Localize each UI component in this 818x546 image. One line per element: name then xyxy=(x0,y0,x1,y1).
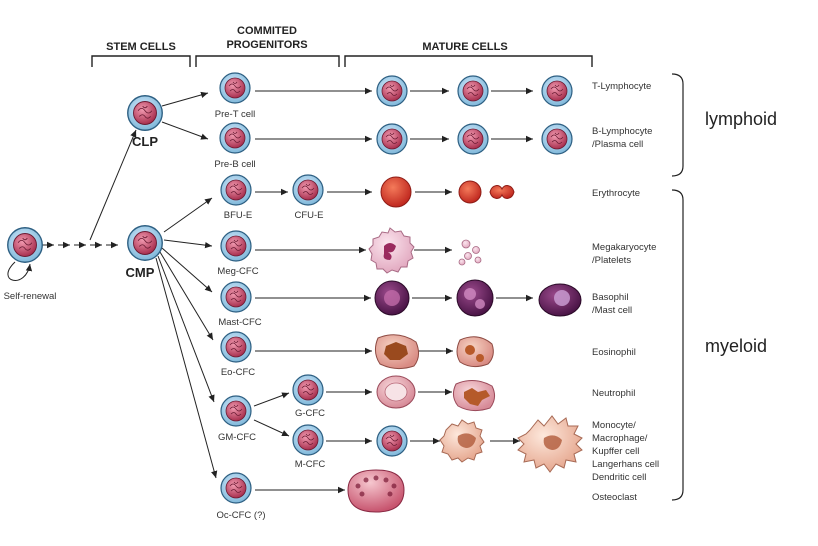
label-b-lymphocyte: B-Lymphocyte xyxy=(592,126,652,137)
label-dendritic-cell: Dendritic cell xyxy=(592,472,646,483)
label-t-lymphocyte: T-Lymphocyte xyxy=(592,81,651,92)
cfu-e-cell-icon xyxy=(292,174,324,206)
label-eo-cfc: Eo-CFC xyxy=(221,367,255,378)
pre-b-cell-icon xyxy=(219,122,251,154)
label-kupffer-cell: Kupffer cell xyxy=(592,446,639,457)
group-label-myeloid: myeloid xyxy=(705,336,767,356)
label-platelets: /Platelets xyxy=(592,255,631,266)
gm-cfc-cell-icon xyxy=(220,395,252,427)
mast-cfc-cell-icon xyxy=(220,281,252,313)
label-bfu-e: BFU-E xyxy=(224,210,253,221)
label-cfu-e: CFU-E xyxy=(294,210,323,221)
label-osteoclast: Osteoclast xyxy=(592,492,637,503)
header-committed: COMMITED xyxy=(237,25,297,37)
clp-cell-icon xyxy=(127,95,163,131)
hsc-cell-icon xyxy=(7,227,43,263)
label-m-cfc: M-CFC xyxy=(295,459,326,470)
label-gm-cfc: GM-CFC xyxy=(218,432,256,443)
reticulocyte-icon xyxy=(458,180,482,204)
platelets-icon xyxy=(458,239,482,266)
label-macrophage: Macrophage/ xyxy=(592,433,648,444)
label-plasma-cell: /Plasma cell xyxy=(592,139,643,150)
header-mature-cells: MATURE CELLS xyxy=(422,41,507,53)
label-cmp: CMP xyxy=(126,265,155,280)
erythrocyte-icon xyxy=(489,185,515,199)
label-eosinophil: Eosinophil xyxy=(592,347,636,358)
bracket-mature-cells xyxy=(344,55,593,67)
t-lymph-stage1-icon xyxy=(376,75,408,107)
label-erythrocyte: Erythrocyte xyxy=(592,188,640,199)
label-mast-cell: /Mast cell xyxy=(592,305,632,316)
bracket-myeloid xyxy=(671,189,684,501)
m-cfc-cell-icon xyxy=(292,424,324,456)
t-lymph-stage3-icon xyxy=(541,75,573,107)
label-langerhans-cell: Langerhans cell xyxy=(592,459,659,470)
monocyte-stage1-icon xyxy=(376,425,408,457)
b-lymph-stage1-icon xyxy=(376,123,408,155)
header-stem-cells: STEM CELLS xyxy=(106,41,176,53)
label-monocyte: Monocyte/ xyxy=(592,420,636,431)
oc-cfc-cell-icon xyxy=(220,472,252,504)
label-megakaryocyte: Megakaryocyte xyxy=(592,242,656,253)
label-clp: CLP xyxy=(132,134,158,149)
osteoclast-icon xyxy=(347,469,405,513)
b-lymph-stage3-icon xyxy=(541,123,573,155)
bracket-lymphoid xyxy=(671,73,684,177)
basophil-stage2-icon xyxy=(456,279,494,317)
meg-cfc-cell-icon xyxy=(220,230,252,262)
header-progenitors: PROGENITORS xyxy=(226,39,307,51)
eosinophil-stage2-icon xyxy=(456,336,494,368)
label-pre-t-cell: Pre-T cell xyxy=(215,109,255,120)
label-self-renewal: Self-renewal xyxy=(4,291,57,302)
t-lymph-stage2-icon xyxy=(457,75,489,107)
eo-cfc-cell-icon xyxy=(220,331,252,363)
b-lymph-stage2-icon xyxy=(457,123,489,155)
label-neutrophil: Neutrophil xyxy=(592,388,635,399)
label-oc-cfc: Oc-CFC (?) xyxy=(216,510,265,521)
label-meg-cfc: Meg-CFC xyxy=(217,266,258,277)
label-pre-b-cell: Pre-B cell xyxy=(214,159,255,170)
label-g-cfc: G-CFC xyxy=(295,408,325,419)
pre-t-cell-icon xyxy=(219,72,251,104)
megakaryocyte-nucleus-icon xyxy=(383,243,396,260)
cmp-cell-icon xyxy=(127,225,163,261)
group-label-lymphoid: lymphoid xyxy=(705,109,777,129)
bracket-progenitors xyxy=(195,55,340,67)
bfu-e-cell-icon xyxy=(220,174,252,206)
bracket-stem-cells xyxy=(91,55,191,67)
erythroblast-icon xyxy=(380,176,412,208)
label-basophil: Basophil xyxy=(592,292,628,303)
lineage-arrows xyxy=(7,87,533,494)
label-mast-cfc: Mast-CFC xyxy=(218,317,261,328)
g-cfc-cell-icon xyxy=(292,374,324,406)
